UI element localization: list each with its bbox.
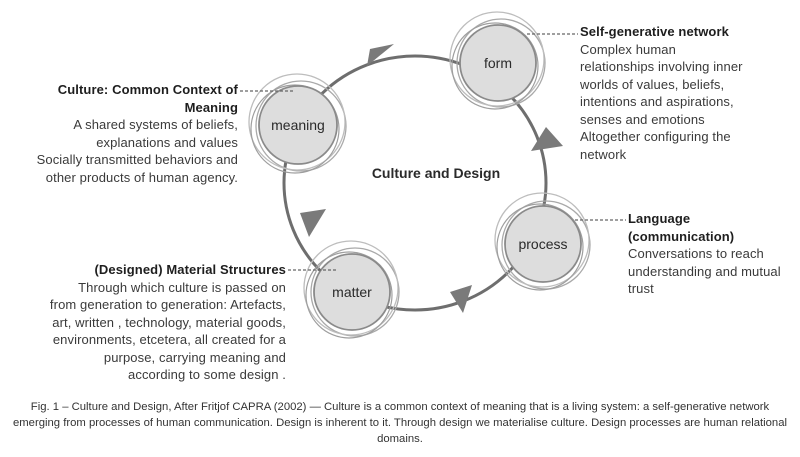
annotation-material-text-line: purpose, carrying meaning and [103, 349, 286, 365]
annotation-language-text-line: Conversations to reach [628, 246, 764, 261]
annotation-material-title-line: (Designed) Material Structures [94, 262, 286, 277]
annotation-culture-text-line: Socially transmitted behaviors and [36, 152, 238, 167]
arrowhead-meaning-to-form [367, 44, 394, 66]
cycle-ring [282, 54, 548, 312]
annotation-network-text-line: senses and emotions [580, 111, 705, 127]
annotation-network-text-line: network [580, 146, 627, 162]
annotation-culture-title-line: Culture: Common Context of [57, 82, 238, 97]
node-process: process [494, 192, 591, 291]
annotation-language-title-line: Language [628, 211, 691, 226]
annotation-network-text-line: Altogether configuring the [580, 129, 731, 144]
annotation-culture-text-line: A shared systems of beliefs, [73, 117, 238, 132]
annotation-material-text-line: environments, etcetera, all created for … [52, 332, 286, 347]
annotation-network: Self-generative network Complex human re… [580, 23, 743, 163]
annotation-network-text-line: worlds of values, beliefs, [580, 76, 725, 92]
node-label-form: form [484, 55, 512, 71]
annotation-material: (Designed) Material Structures Through w… [50, 261, 286, 384]
arrowhead-process-to-matter [450, 285, 472, 313]
annotation-network-text-line: Complex human [580, 41, 676, 57]
annotation-language-title-line: (communication) [628, 228, 735, 244]
annotation-language: Language (communication) Conversations t… [628, 210, 781, 298]
node-form: form [449, 11, 546, 110]
node-matter: matter [303, 240, 400, 339]
annotation-network-text-line: intentions and aspirations, [580, 94, 734, 109]
arrowhead-matter-to-meaning [300, 209, 326, 237]
annotation-language-text-line: understanding and mutual [628, 263, 781, 279]
annotation-culture-text-line: other products of human agency. [45, 169, 238, 185]
node-label-process: process [518, 236, 567, 252]
annotation-material-text-line: art, written , technology, material good… [52, 314, 286, 330]
annotation-material-text-line: Through which culture is passed on [78, 279, 286, 295]
node-label-meaning: meaning [271, 117, 325, 133]
figure-caption: Fig. 1 – Culture and Design, After Fritj… [12, 401, 787, 445]
annotation-culture-title-line: Meaning [184, 99, 238, 115]
annotation-material-text-line: from generation to generation: Artefacts… [49, 297, 286, 312]
center-label: Culture and Design [372, 165, 500, 181]
culture-design-cycle-diagram: form meaning process matter Culture and … [240, 11, 626, 339]
annotation-network-title-line: Self-generative network [580, 24, 729, 39]
annotation-culture: Culture: Common Context of Meaning A sha… [37, 81, 238, 186]
node-label-matter: matter [332, 284, 372, 300]
node-meaning: meaning [248, 73, 347, 174]
annotation-material-text-line: according to some design . [128, 367, 286, 382]
annotation-network-text-line: relationships involving inner [580, 59, 743, 74]
annotation-language-text-line: trust [628, 281, 654, 296]
arrowhead-form-to-process [531, 127, 563, 151]
annotation-culture-text-line: explanations and values [96, 134, 238, 150]
